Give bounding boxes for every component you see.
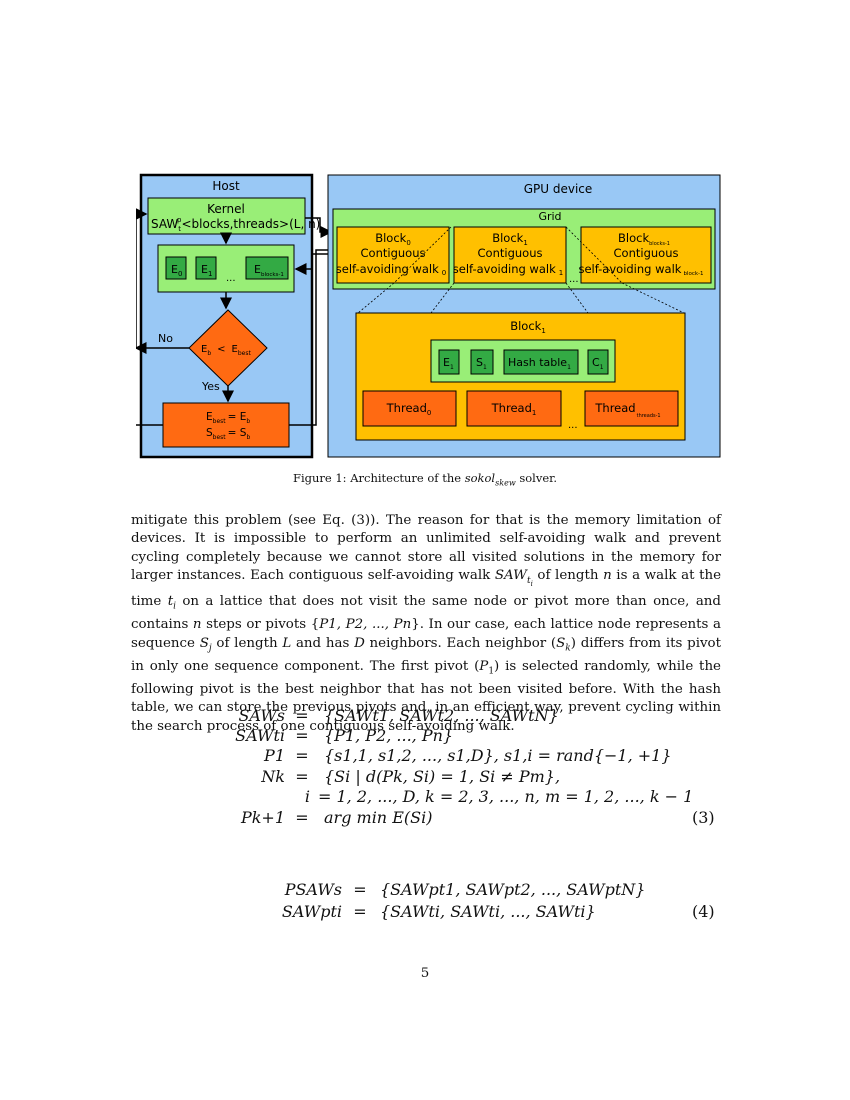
kernel-box	[147, 197, 306, 235]
grid-block-last	[580, 226, 712, 284]
energy-label-1: E1	[201, 263, 212, 278]
component-hash-table	[503, 349, 579, 375]
component-e1	[438, 349, 460, 375]
grid-block-1-title: Block1	[492, 231, 528, 247]
figure-caption: Figure 1: Architecture of the sokolskew …	[292, 471, 558, 488]
yes-label: Yes	[201, 380, 220, 393]
component-c1	[587, 349, 609, 375]
eq3-number: (3)	[692, 808, 715, 827]
eq4-number: (4)	[692, 902, 715, 921]
grid-block-1	[453, 226, 567, 284]
grid-label: Grid	[538, 210, 561, 223]
kernel-label: Kernel	[207, 202, 245, 216]
grid-block-last-title: Blockblocks-1	[618, 231, 670, 247]
grid-block-0	[336, 226, 450, 284]
grid-block-0-line2: Contiguous	[361, 246, 426, 260]
grid-block-0-title: Block0	[375, 231, 411, 247]
thread-0-label: Thread0	[386, 401, 432, 417]
energy-cell-0	[165, 256, 187, 280]
thread-1	[466, 390, 562, 427]
thread-1-label: Thread1	[491, 401, 537, 417]
thread-0	[362, 390, 457, 427]
energy-ellipsis: ...	[226, 273, 236, 284]
thread-last-label: Threadthreads-1	[594, 401, 660, 419]
kernel-call: SAWtp<blocks,threads>(L, n)	[151, 216, 320, 233]
update-box	[162, 402, 290, 448]
energy-cell-last	[245, 256, 289, 280]
host-title: Host	[212, 179, 240, 193]
block-detail-title: Block1	[510, 319, 546, 335]
page-number: 5	[420, 966, 430, 981]
gpu-title: GPU device	[524, 182, 593, 196]
architecture-figure: Host Kernel SAWtp<blocks,threads>(L, n) …	[136, 170, 726, 462]
update-line-1: Ebest= Eb	[206, 411, 250, 425]
energy-label-0: E0	[171, 263, 182, 278]
component-hash-table-label: Hash table1	[508, 356, 571, 371]
decision-label: Eb<Ebest	[201, 344, 251, 357]
thread-ellipsis: ...	[568, 420, 578, 431]
grid-ellipsis: ...	[569, 274, 579, 285]
body-paragraph: mitigate this problem (see Eq. (3)). The…	[131, 513, 722, 734]
component-e1-label: E1	[443, 356, 454, 371]
energy-label-last: Eblocks-1	[254, 263, 284, 278]
no-label: No	[158, 332, 173, 345]
grid-block-last-line2: Contiguous	[614, 246, 679, 260]
energy-cell-1	[195, 256, 217, 280]
thread-last	[584, 390, 679, 427]
architecture-diagram: Host Kernel SAWtp<blocks,threads>(L, n) …	[136, 173, 721, 459]
component-s1	[470, 349, 494, 375]
component-c1-label: C1	[592, 356, 604, 371]
update-line-2: Sbest= Sb	[206, 427, 250, 441]
component-s1-label: S1	[476, 356, 487, 371]
grid-block-1-line2: Contiguous	[478, 246, 543, 260]
